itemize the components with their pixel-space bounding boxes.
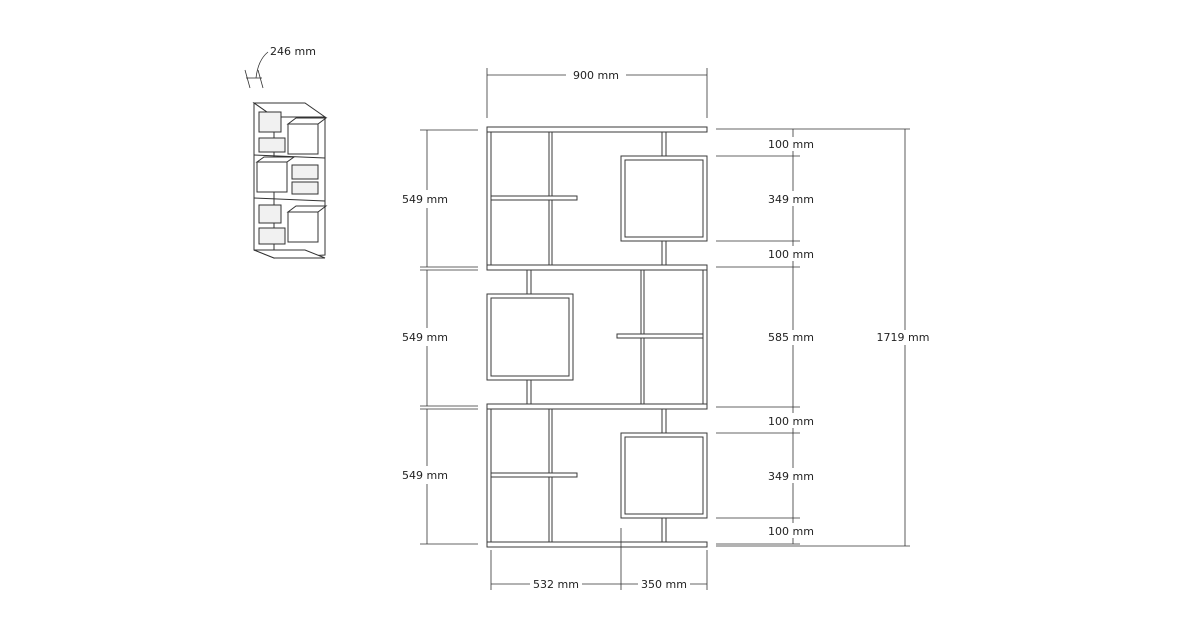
iso-cube-middle: [256, 161, 288, 193]
width-label: 900 mm: [573, 69, 619, 82]
iso-bottom-slab: [253, 249, 326, 259]
iso-cell-2: [258, 137, 286, 153]
iso-cube-middle-lid: [255, 156, 296, 163]
top-left-side: [486, 131, 492, 266]
middle-cube-post-upper: [526, 269, 532, 295]
bottom-cube-post-lower: [661, 517, 667, 543]
iso-cube-bottom-lid: [286, 205, 328, 213]
isometric-bookcase: [252, 102, 328, 259]
iso-cell-4: [291, 181, 319, 195]
iso-cube-top: [287, 123, 319, 155]
iso-divider-2: [253, 197, 326, 202]
middle-small-shelf: [616, 333, 704, 339]
top-small-shelf: [490, 195, 578, 201]
bottom-split-right-label: 350 mm: [641, 578, 687, 591]
left-section-bottom-label: 549 mm: [402, 469, 448, 482]
right-top-cube-label: 349 mm: [768, 193, 814, 206]
lower-divider-slab: [486, 403, 708, 410]
middle-cube-inner: [490, 297, 570, 377]
iso-cell-1: [258, 111, 282, 133]
depth-leader: [255, 51, 269, 79]
bottom-small-shelf: [490, 472, 578, 478]
iso-cell-5: [258, 204, 282, 224]
right-top-upper-label: 100 mm: [768, 138, 814, 151]
middle-cube-post-lower: [526, 379, 532, 405]
bottom-slab: [486, 541, 708, 548]
front-elevation: [486, 126, 708, 548]
isometric-view: 246 mm: [244, 45, 328, 259]
iso-cube-bottom: [287, 211, 319, 243]
top-slab: [486, 126, 708, 133]
left-section-top-label: 549 mm: [402, 193, 448, 206]
iso-cell-3: [291, 164, 319, 180]
bottom-dimensions: 532 mm 350 mm: [490, 528, 708, 591]
depth-label: 246 mm: [270, 45, 316, 58]
iso-cell-6: [258, 227, 286, 245]
bottom-split-left-label: 532 mm: [533, 578, 579, 591]
left-section-middle-label: 549 mm: [402, 331, 448, 344]
depth-dimension: 246 mm: [244, 45, 316, 89]
iso-cube-top-lid: [286, 117, 328, 125]
right-dimensions: 100 mm 349 mm 100 mm 585 mm 100 mm 349 m…: [716, 128, 930, 547]
top-cube-post-upper: [661, 131, 667, 157]
top-cube-post-lower: [661, 240, 667, 266]
upper-divider-slab: [486, 264, 708, 271]
top-cube-inner: [624, 159, 704, 238]
bottom-cube-inner: [624, 436, 704, 515]
depth-ext-line-right: [257, 69, 264, 89]
right-bottom-cube-label: 349 mm: [768, 470, 814, 483]
right-bottom-upper-label: 100 mm: [768, 415, 814, 428]
right-middle-label: 585 mm: [768, 331, 814, 344]
bottom-left-side: [486, 408, 492, 543]
middle-right-side: [702, 269, 708, 405]
right-top-lower-label: 100 mm: [768, 248, 814, 261]
width-dimension: 900 mm: [486, 68, 708, 118]
depth-ext-line-left: [244, 69, 251, 89]
right-bottom-lower-label: 100 mm: [768, 525, 814, 538]
total-height-label: 1719 mm: [877, 331, 930, 344]
left-dimensions: 549 mm 549 mm 549 mm: [402, 129, 478, 545]
bottom-cube-post-upper: [661, 408, 667, 434]
